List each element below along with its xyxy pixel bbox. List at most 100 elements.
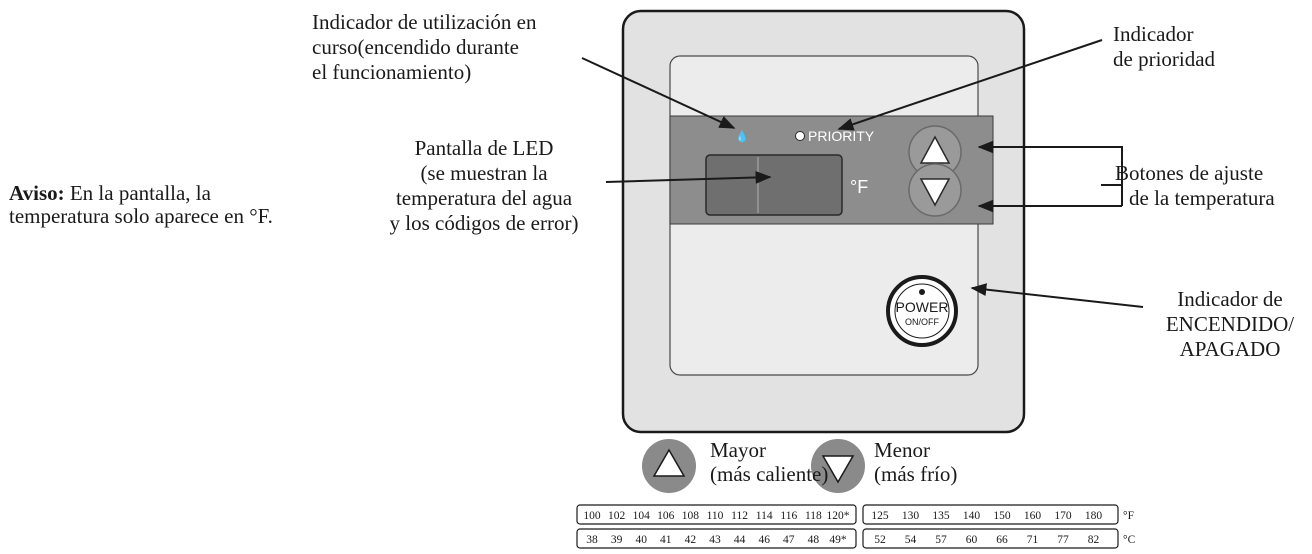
- temperature-table: 100 102 104 106 108 110 112 114 116 118 120* 125 130…: [576, 504, 1136, 549]
- table-cell-c: 82: [1088, 534, 1100, 546]
- table-cell-f: 130: [902, 510, 920, 522]
- notice-bold: Aviso:: [9, 181, 65, 205]
- legend-down-label: Menor (más frío): [874, 438, 957, 486]
- label-led-line3: temperatura del agua: [395, 186, 573, 210]
- priority-label: PRIORITY: [808, 128, 875, 144]
- table-cell-c: 71: [1027, 534, 1039, 546]
- table-cell-f: 135: [932, 510, 950, 522]
- priority-indicator-light: [795, 131, 805, 141]
- table-cell-f: 140: [963, 510, 981, 522]
- table-cell-c: 60: [966, 534, 978, 546]
- label-temp-line2: de la temperatura: [1129, 186, 1275, 210]
- arrow-power-indicator: [970, 283, 1144, 308]
- usage-indicator-icon: 💧: [735, 130, 749, 143]
- table-cell-c: 57: [935, 534, 947, 546]
- label-led-line1: Pantalla de LED: [414, 136, 554, 160]
- notice-text: Aviso: En la pantalla, la temperatura so…: [9, 182, 273, 228]
- table-cell-f: 170: [1054, 510, 1072, 522]
- table-cell-f: 112: [731, 510, 748, 522]
- table-cell-f: 160: [1024, 510, 1042, 522]
- temp-up-button[interactable]: [908, 125, 962, 179]
- down-triangle-icon: [919, 178, 951, 207]
- legend-up-label: Mayor (más caliente): [710, 438, 828, 486]
- table-cell-f: 104: [633, 510, 651, 522]
- table-cell-c: 49*: [829, 534, 847, 546]
- table-cell-f: 150: [993, 510, 1011, 522]
- table-cell-c: 40: [635, 534, 647, 546]
- notice-line2: temperatura solo aparece en °F.: [9, 204, 273, 228]
- legend-up-icon: [652, 448, 686, 477]
- control-panel: 💧 PRIORITY °F POWER ON/OFF: [621, 9, 1026, 434]
- table-cell-f: 102: [608, 510, 626, 522]
- table-cell-c: 41: [660, 534, 672, 546]
- callout-arrows: [581, 39, 1144, 308]
- table-cell-f: 120*: [827, 510, 850, 522]
- table-f-group2-box: [862, 504, 1119, 525]
- table-cell-f: 118: [805, 510, 822, 522]
- power-indicator-light: [919, 289, 925, 295]
- arrow-priority-indicator: [837, 39, 1103, 131]
- table-c-group2-box: [862, 528, 1119, 549]
- notice-rest: En la pantalla, la: [64, 181, 211, 205]
- label-power-line3: APAGADO: [1179, 337, 1281, 361]
- label-priority-line1: Indicador: [1113, 22, 1194, 46]
- label-usage-line1: Indicador de utilización en: [312, 10, 537, 34]
- label-temp-line1: Botones de ajuste: [1115, 161, 1264, 185]
- legend-up-line1: Mayor: [710, 438, 766, 462]
- table-f-group1-box: [576, 504, 857, 525]
- power-button[interactable]: POWER ON/OFF: [886, 275, 958, 347]
- label-usage-line2: curso(encendido durante: [312, 35, 519, 59]
- table-cell-f: 116: [780, 510, 797, 522]
- table-cell-f: 180: [1085, 510, 1103, 522]
- label-led-display: Pantalla de LED (se muestran la temperat…: [354, 136, 614, 236]
- label-priority-line2: de prioridad: [1113, 47, 1216, 71]
- table-cell-f: 100: [583, 510, 601, 522]
- table-c-group1-box: [576, 528, 857, 549]
- notice-line1: Aviso: En la pantalla, la: [9, 182, 273, 205]
- power-sublabel: ON/OFF: [905, 317, 939, 327]
- power-label: POWER: [896, 299, 949, 315]
- table-cell-c: 77: [1057, 534, 1069, 546]
- legend-up-line2: (más caliente): [710, 462, 829, 486]
- table-cell-c: 39: [611, 534, 623, 546]
- up-triangle-icon: [919, 135, 951, 164]
- table-cell-c: 48: [808, 534, 820, 546]
- table-cell-f: 114: [756, 510, 773, 522]
- label-priority-indicator: Indicador de prioridad: [1113, 22, 1215, 72]
- label-power-line2: ENCENDIDO/: [1165, 312, 1295, 336]
- table-cell-c: 66: [996, 534, 1008, 546]
- legend-down-line1: Menor: [874, 438, 930, 462]
- temp-down-button[interactable]: [908, 163, 962, 217]
- legend-up-button: [642, 439, 696, 493]
- label-led-line2: (se muestran la: [420, 161, 548, 185]
- legend-down-line2: (más frío): [874, 462, 958, 486]
- table-cell-c: 38: [586, 534, 598, 546]
- table-cell-c: 43: [709, 534, 721, 546]
- table-cell-c: 46: [758, 534, 770, 546]
- label-usage-indicator: Indicador de utilización en curso(encend…: [312, 10, 537, 85]
- legend-down-button: [811, 439, 865, 493]
- table-unit-c: °C: [1123, 534, 1136, 546]
- table-cell-f: 110: [707, 510, 724, 522]
- label-temp-buttons: Botones de ajuste de la temperatura: [1115, 161, 1275, 211]
- table-cell-f: 106: [657, 510, 675, 522]
- table-cell-f: 125: [871, 510, 889, 522]
- arrow-led-display: [605, 171, 772, 184]
- arrow-usage-indicator: [581, 57, 736, 129]
- bracket-temp-buttons: [977, 140, 1123, 186]
- label-power-line1: Indicador de: [1177, 287, 1283, 311]
- table-cell-f: 108: [682, 510, 700, 522]
- table-unit-f: °F: [1123, 510, 1134, 522]
- table-cell-c: 47: [783, 534, 795, 546]
- led-display-window: [705, 154, 843, 216]
- table-cell-c: 44: [734, 534, 746, 546]
- table-cell-c: 52: [874, 534, 886, 546]
- legend-down-icon: [821, 455, 855, 484]
- display-unit: °F: [850, 177, 868, 197]
- table-cell-c: 42: [685, 534, 697, 546]
- label-led-line4: y los códigos de error): [389, 211, 579, 235]
- label-power-indicator: Indicador de ENCENDIDO/ APAGADO: [1150, 287, 1310, 362]
- table-cell-c: 54: [905, 534, 917, 546]
- label-usage-line3: el funcionamiento): [312, 60, 472, 84]
